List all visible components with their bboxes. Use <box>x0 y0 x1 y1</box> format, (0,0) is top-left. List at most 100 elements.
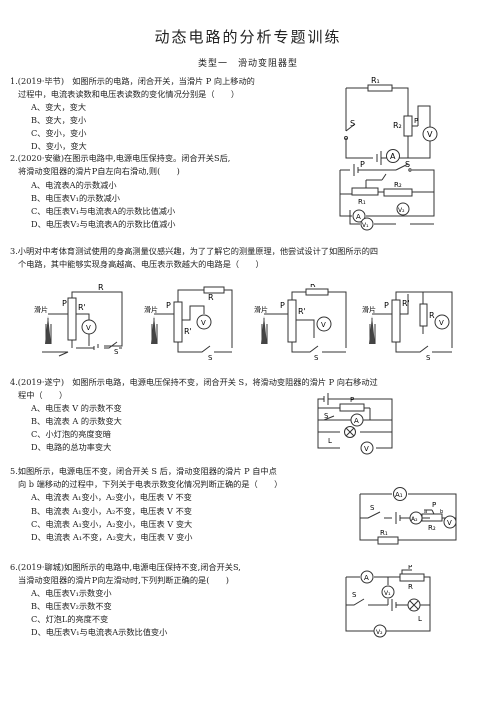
q5-b-end-label: b <box>440 509 443 515</box>
q3d-rp-label: R' <box>402 299 410 308</box>
q5-option-b[interactable]: B、电流表 A₁变小，A₂不变，电压表 V 不变 <box>31 506 192 516</box>
q3b-v-label: V <box>201 319 206 327</box>
q5-circuit-diagram: A₁ A₂ S P a b R₂ R₁ V <box>359 487 457 545</box>
q3-panel-d: 滑片 P R R' V S <box>362 291 453 362</box>
q6-p-label: P <box>408 565 412 571</box>
q1-v-label: V <box>427 130 433 139</box>
q3-panel-b: 滑片 P R R' V S <box>144 286 233 362</box>
q1-p-label: P <box>414 117 418 125</box>
q5-stem-line1: 5.如图所示，电源电压不变，闭合开关 S 后，滑动变阻器的滑片 P 自中点 <box>10 466 277 476</box>
q2-r1-label: R₁ <box>358 198 366 206</box>
q6-option-c[interactable]: C、灯泡L的亮度不变 <box>31 614 109 624</box>
q3b-p-label: P <box>166 301 171 310</box>
q6-circuit-diagram: A P R S V₁ L V₂ <box>345 565 431 638</box>
q4-option-c[interactable]: C、小灯泡的亮度变暗 <box>31 429 111 439</box>
q4-stem-line2: 程中（ ） <box>18 390 68 400</box>
q2-v2-label: V₂ <box>398 207 405 214</box>
q2-circuit-diagram: P S R₁ R₂ A V₂ V₁ <box>339 160 435 231</box>
q1-a-label: A <box>390 152 396 161</box>
q3d-p-label: P <box>384 301 389 310</box>
q3d-v-label: V <box>439 319 444 327</box>
q6-stem-line1: 6.(2019·聊城)如图所示的电路中,电源电压保持不变,闭合开关S, <box>10 562 241 572</box>
q3b-slider-label: 滑片 <box>144 305 158 314</box>
q1-s-label: S <box>350 119 355 128</box>
q6-option-a[interactable]: A、电压表V₁示数变小 <box>31 588 112 598</box>
q2-option-d[interactable]: D、电压表V₂与电流表A的示数比值减小 <box>31 219 176 229</box>
q2-v1-label: V₁ <box>362 222 369 229</box>
q5-a1-label: A₁ <box>395 491 403 499</box>
q1-stem-line1: 1.(2019·毕节) 如图所示的电路，闭合开关，当滑片 P 向上移动的 <box>10 76 255 86</box>
q3d-r-label: R <box>429 311 435 320</box>
q3-panel-a: 滑片 P R R' V S <box>34 284 123 357</box>
q5-p-label: P <box>432 501 436 509</box>
q3c-p-label: P <box>280 301 285 310</box>
q3a-rp-label: R' <box>78 303 86 312</box>
q1-stem-line2: 过程中，电流表读数和电压表读数的变化情况分别是（ ） <box>18 89 240 99</box>
q3a-s-label: S <box>114 348 119 356</box>
q1-option-b[interactable]: B、变大，变小 <box>31 115 87 125</box>
q4-p-label: P <box>350 396 354 404</box>
q6-r-label: R <box>408 583 413 591</box>
q2-stem-line2: 将滑动变阻器的滑片P自左向右滑动,则( ) <box>18 166 180 176</box>
q5-s-label: S <box>370 504 375 512</box>
q3c-s-label: S <box>314 354 319 362</box>
q1-option-c[interactable]: C、变小，变小 <box>31 128 87 138</box>
q2-r2-label: R₂ <box>394 181 402 189</box>
q4-stem-line1: 4.(2019·遂宁) 如图所示电路，电源电压保持不变，闭合开关 S，将滑动变阻… <box>10 377 378 387</box>
q3a-p-label: P <box>62 299 67 308</box>
q6-a-label: A <box>364 574 369 582</box>
q1-option-a[interactable]: A、变大，变大 <box>31 102 87 112</box>
q3c-slider-label: 滑片 <box>254 305 268 314</box>
q5-a2-label: A₂ <box>411 516 418 523</box>
q5-option-a[interactable]: A、电流表 A₁变小，A₂变小，电压表 V 不变 <box>31 492 192 502</box>
q3d-s-label: S <box>426 354 431 362</box>
q6-option-b[interactable]: B、电压表V₂示数不变 <box>31 601 112 611</box>
q2-stem-line1: 2.(2020·安徽)在图示电路中,电源电压保持变。闭合开关S后, <box>10 153 231 163</box>
q3-stem-line1: 3.小明对中考体育测试使用的身高测量仪感兴趣，为了了解它的测量原理，他尝试设计了… <box>10 246 379 256</box>
q5-option-d[interactable]: D、电流表 A₁不变，A₂变大，电压表 V 变小 <box>31 532 193 542</box>
q2-option-c[interactable]: C、电压表V₁与电流表A的示数比值减小 <box>31 206 176 216</box>
q3c-r-label: R <box>310 284 316 289</box>
q3b-s-label: S <box>208 354 213 362</box>
q1-option-d[interactable]: D、变小，变大 <box>31 141 87 151</box>
q6-stem-line2: 当滑动变阻器的滑片P向左滑动时,下列判断正确的是( ) <box>18 575 230 585</box>
q2-option-a[interactable]: A、电流表A的示数减小 <box>31 180 117 190</box>
q3a-v-label: V <box>86 324 91 332</box>
q2-p-label: P <box>360 160 365 169</box>
q4-circuit-diagram: P S A L V <box>317 393 393 455</box>
q4-a-label: A <box>354 417 359 425</box>
q2-s-label: S <box>405 160 410 169</box>
q2-option-b[interactable]: B、电压表V₁的示数减小 <box>31 193 120 203</box>
q5-r1-label: R₁ <box>380 529 388 537</box>
q2-a-label: A <box>356 213 361 221</box>
q1-r1-label: R₁ <box>371 76 380 85</box>
q6-option-d[interactable]: D、电压表V₁与电流表A示数比值变小 <box>31 627 168 637</box>
q1-circuit-diagram: R₁ R₂ P S V A <box>344 76 438 165</box>
q3b-r-label: R <box>208 293 214 302</box>
q4-option-a[interactable]: A、电压表 V 的示数不变 <box>31 403 122 413</box>
q5-option-c[interactable]: C、电流表 A₁变小，A₂变小，电压表 V 变大 <box>31 519 193 529</box>
q3c-rp-label: R' <box>298 307 306 316</box>
q5-r2-label: R₂ <box>428 524 436 532</box>
q4-option-b[interactable]: B、电流表 A 的示数变大 <box>31 416 122 426</box>
q6-v1-label: V₁ <box>384 590 391 597</box>
q3d-slider-label: 滑片 <box>362 305 376 314</box>
q6-v2-label: V₂ <box>376 629 383 636</box>
q5-v-label: V <box>447 519 452 527</box>
q6-s-label: S <box>352 591 357 599</box>
q1-r2-label: R₂ <box>393 121 402 130</box>
section-subtitle: 类型一 滑动变阻器型 <box>197 59 298 69</box>
q5-stem-line2: 向 b 端移动的过程中，下列关于电表示数变化情况判断正确的是（ ） <box>18 479 283 489</box>
q3-panel-c: 滑片 P R R' V S <box>254 284 347 362</box>
q4-option-d[interactable]: D、电路的总功率变大 <box>31 442 112 452</box>
q3-stem-line2: 个电路，其中能够实现身高越高、电压表示数越大的电路是（ ） <box>18 259 264 269</box>
q3c-v-label: V <box>321 321 326 329</box>
q5-a-end-label: a <box>424 509 427 515</box>
q6-l-label: L <box>418 615 422 623</box>
q4-v-label: V <box>364 445 369 453</box>
document-title: 动态电路的分析专题训练 <box>154 28 342 46</box>
q3a-slider-label: 滑片 <box>34 305 48 314</box>
q4-s-label: S <box>324 412 329 420</box>
q3b-rp-label: R' <box>184 327 192 336</box>
q4-l-label: L <box>328 437 332 445</box>
